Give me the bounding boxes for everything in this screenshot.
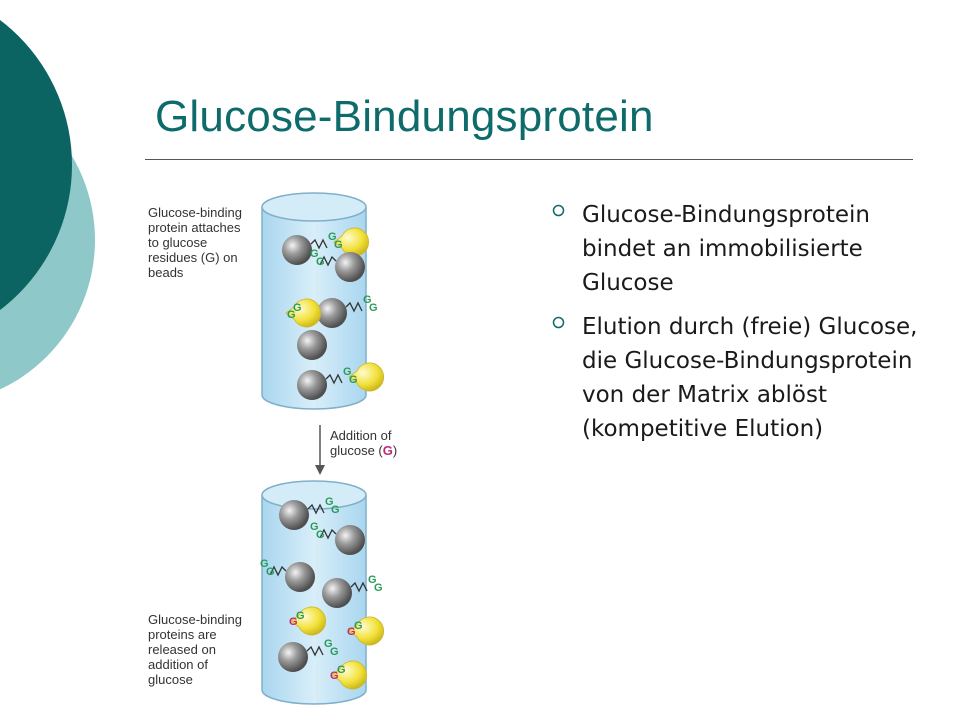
label-glucose-addition: Addition of glucose (G) <box>330 428 397 458</box>
glucose-residue: G <box>337 664 346 676</box>
bead <box>297 370 327 400</box>
glucose-residue: G <box>296 610 305 622</box>
glucose-residue: G <box>328 231 337 243</box>
label-glucose-addition-g: G <box>382 443 393 458</box>
glucose-residue: G <box>349 374 358 386</box>
glucose-residue: G <box>293 302 302 314</box>
bullet-text-elution: Elution durch (freie) Glucose, die Gluco… <box>582 314 918 442</box>
free-glucose: G <box>330 670 339 682</box>
binding-protein <box>348 362 384 392</box>
glucose-residue: G <box>354 620 363 632</box>
glucose-residue: G <box>374 582 383 594</box>
linker <box>325 373 343 385</box>
bead <box>335 525 365 555</box>
glucose-residue: G <box>363 294 372 306</box>
linker <box>319 528 337 540</box>
bead <box>335 252 365 282</box>
glucose-residue: G <box>330 646 339 658</box>
glucose-residue: G <box>316 256 325 268</box>
glucose-residue: G <box>369 302 378 314</box>
label-glucose-addition-suffix: ) <box>392 443 398 458</box>
glucose-residue: G <box>310 521 319 533</box>
bead <box>285 562 315 592</box>
binding-protein <box>331 660 367 690</box>
dark-teal-circle <box>0 20 72 310</box>
bead <box>297 330 327 360</box>
binding-protein <box>333 227 369 257</box>
glucose-residue: G <box>343 366 352 378</box>
ring-bullet-icon <box>552 204 565 217</box>
glucose-residue: G <box>334 239 343 251</box>
linker <box>350 581 368 593</box>
glucose-residue: G <box>331 504 340 516</box>
slide-title: Glucose-Bindungsprotein <box>155 92 654 141</box>
bead <box>282 235 312 265</box>
bullet-list: Glucose-Bindungsprotein bindet an immobi… <box>548 198 918 456</box>
bullet-item-elution: Elution durch (freie) Glucose, die Gluco… <box>548 310 918 446</box>
bead <box>322 578 352 608</box>
glucose-residue: G <box>266 566 275 578</box>
teal-corner-decoration <box>0 20 95 390</box>
linker <box>307 503 325 515</box>
label-binding-step: Glucose-binding protein attaches to gluc… <box>148 205 242 280</box>
free-glucose: G <box>289 616 298 628</box>
bead <box>279 500 309 530</box>
binding-protein <box>285 298 321 328</box>
arrow-down <box>315 425 325 475</box>
glucose-residue: G <box>260 558 269 570</box>
bead <box>278 642 308 672</box>
ring-bullet-icon <box>552 316 565 329</box>
label-glucose-addition-line1: Addition of <box>330 428 392 443</box>
label-glucose-addition-prefix: glucose ( <box>330 443 383 458</box>
glucose-residue: G <box>324 638 333 650</box>
linker <box>319 255 337 267</box>
bead <box>317 298 347 328</box>
linker <box>269 565 287 577</box>
glucose-residue: G <box>316 529 325 541</box>
linker <box>310 238 328 250</box>
title-divider <box>145 159 913 160</box>
glucose-residue: G <box>310 248 319 260</box>
glucose-residue: G <box>325 496 334 508</box>
bullet-item-binding: Glucose-Bindungsprotein bindet an immobi… <box>548 198 918 300</box>
linker <box>345 301 363 313</box>
binding-protein <box>348 616 384 646</box>
binding-protein <box>290 606 326 636</box>
glucose-residue: G <box>368 574 377 586</box>
bullet-text-binding: Glucose-Bindungsprotein bindet an immobi… <box>582 202 870 296</box>
label-release-step: Glucose-binding proteins are released on… <box>148 612 242 687</box>
glucose-residue: G <box>287 309 296 321</box>
affinity-chromatography-figure: Glucose-binding protein attaches to gluc… <box>140 185 420 705</box>
linker <box>306 645 324 657</box>
free-glucose: G <box>347 626 356 638</box>
